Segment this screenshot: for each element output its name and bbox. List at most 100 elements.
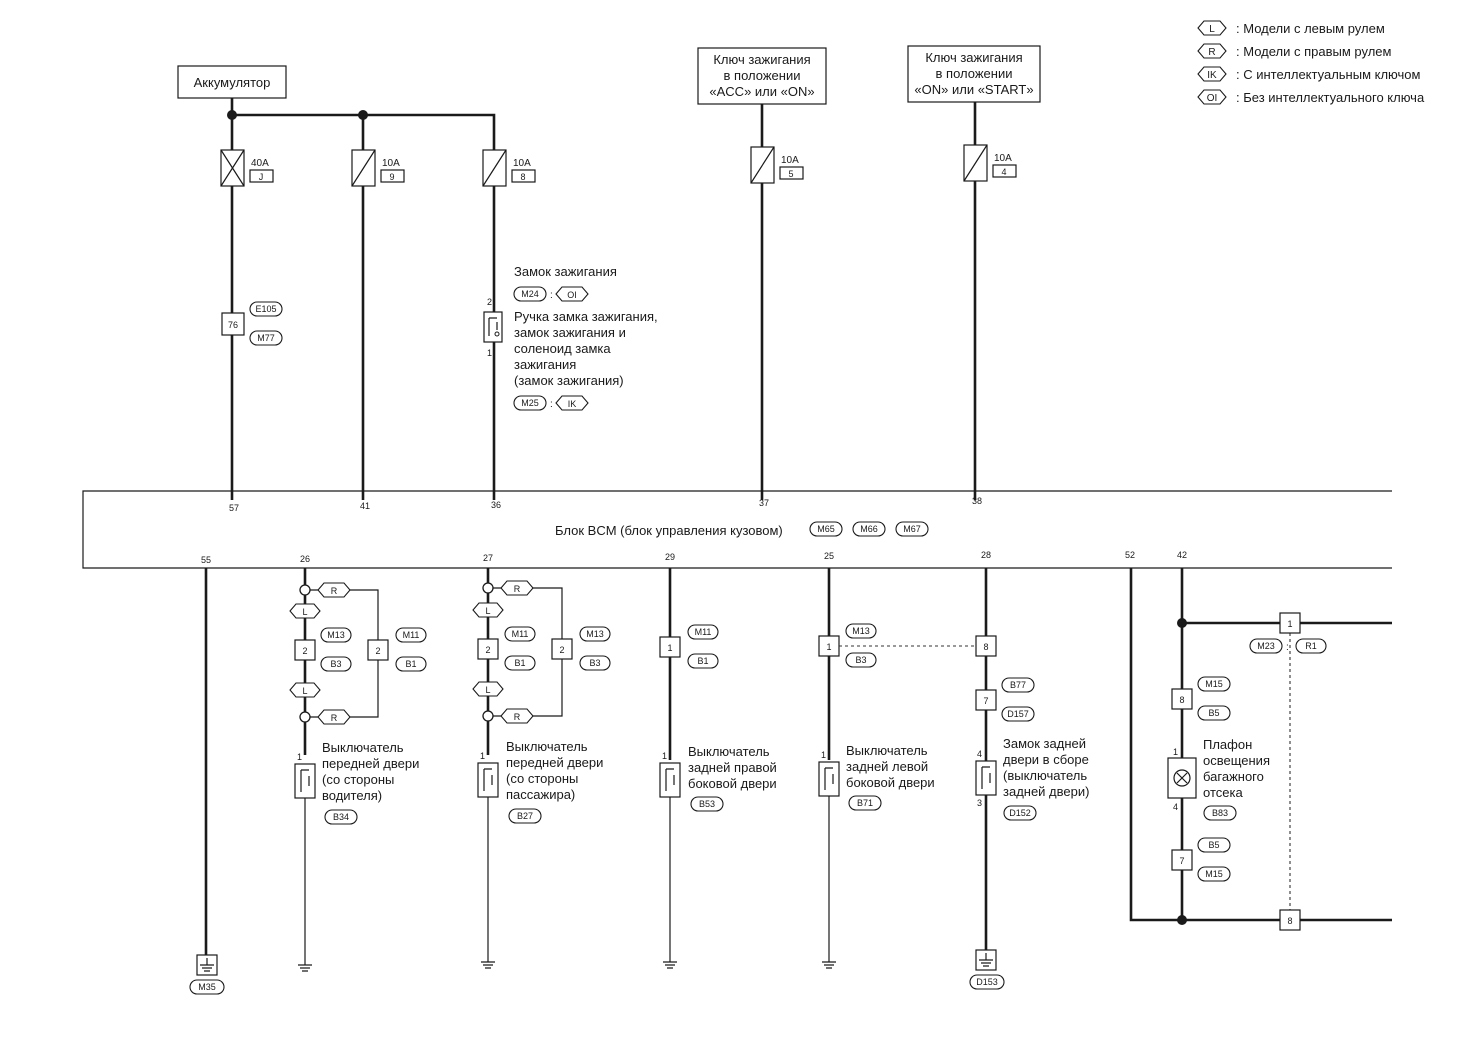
rear-left-door-switch-circuit: 1 M13 B3 1 Выключатель задней левой боко…: [818, 568, 976, 969]
svg-text:52: 52: [1125, 550, 1135, 560]
svg-text:R: R: [1208, 47, 1215, 58]
svg-text:D153: D153: [976, 977, 998, 987]
ignition-on-start-box: Ключ зажигания в положении «ON» или «STA…: [907, 45, 1041, 103]
svg-text:M11: M11: [695, 627, 712, 637]
svg-text:1: 1: [297, 752, 302, 762]
svg-text:боковой двери: боковой двери: [688, 776, 777, 791]
svg-text:«ACC» или «ON»: «ACC» или «ON»: [709, 84, 814, 99]
svg-text:M35: M35: [198, 982, 216, 992]
svg-text:R: R: [331, 586, 338, 596]
svg-text:10A: 10A: [781, 155, 799, 166]
svg-text:в положении: в положении: [724, 68, 801, 83]
svg-text:28: 28: [981, 550, 991, 560]
svg-text:Выключатель: Выключатель: [688, 744, 770, 759]
legend: L : Модели с левым рулем R : Модели с пр…: [1197, 20, 1425, 105]
svg-text:8: 8: [1287, 916, 1292, 926]
svg-text:M15: M15: [1205, 869, 1223, 879]
svg-text:10A: 10A: [994, 153, 1012, 164]
svg-text:в положении: в положении: [936, 66, 1013, 81]
svg-text:1: 1: [480, 751, 485, 761]
luggage-lamp-circuit: 1 M23 : R1 8 8 M15 B5 1 4 Плафон освещен…: [1129, 568, 1392, 931]
svg-text:: Без интеллектуального ключа: : Без интеллектуального ключа: [1236, 90, 1425, 105]
svg-text:M13: M13: [852, 626, 870, 636]
svg-text:57: 57: [229, 503, 239, 513]
ignition-acc-on-box: Ключ зажигания в положении «ACC» или «ON…: [697, 47, 827, 105]
svg-text::: :: [550, 290, 553, 301]
svg-text:3: 3: [977, 798, 982, 808]
svg-text:1: 1: [487, 348, 492, 358]
svg-text:Замок зажигания: Замок зажигания: [514, 264, 617, 279]
svg-text:8: 8: [1179, 695, 1184, 705]
svg-text:B3: B3: [330, 659, 341, 669]
svg-text:Выключатель: Выключатель: [322, 740, 404, 755]
svg-text:Плафон: Плафон: [1203, 737, 1252, 752]
svg-text:M77: M77: [257, 333, 275, 343]
svg-text:1: 1: [821, 750, 826, 760]
svg-text:освещения: освещения: [1203, 753, 1270, 768]
svg-text:B71: B71: [857, 798, 873, 808]
fuse-10a-8: 10A 8: [482, 149, 536, 187]
svg-text:41: 41: [360, 501, 370, 511]
svg-text:D157: D157: [1007, 709, 1029, 719]
svg-text:B34: B34: [333, 812, 349, 822]
svg-text:37: 37: [759, 498, 769, 508]
upper-wiring: [227, 98, 977, 500]
svg-text:OI: OI: [1207, 93, 1218, 104]
ground-m35-circuit: M35: [189, 568, 225, 995]
svg-text:(замок зажигания): (замок зажигания): [514, 373, 624, 388]
svg-text:2: 2: [485, 645, 490, 655]
svg-text:M13: M13: [586, 629, 604, 639]
svg-text:M65: M65: [817, 524, 835, 534]
back-door-lock-circuit: 8 7 B77 D157 4 3 Замок задней двери в сб…: [969, 568, 1089, 990]
svg-text:IK: IK: [568, 399, 577, 409]
svg-text:R: R: [514, 584, 521, 594]
svg-text:B5: B5: [1208, 840, 1219, 850]
svg-text:7: 7: [983, 696, 988, 706]
svg-text:L: L: [302, 686, 307, 696]
svg-text:36: 36: [491, 500, 501, 510]
legend-item-ik: IK : С интеллектуальным ключом: [1197, 66, 1421, 82]
svg-text:7: 7: [1179, 856, 1184, 866]
svg-text:B3: B3: [589, 658, 600, 668]
svg-text:29: 29: [665, 552, 675, 562]
svg-text:76: 76: [228, 320, 238, 330]
bcm-block: 57 41 36 37 38 Блок BCM (блок управления…: [82, 490, 1392, 569]
svg-text:пассажира): пассажира): [506, 787, 575, 802]
svg-text:B1: B1: [697, 656, 708, 666]
svg-text:M24: M24: [521, 289, 539, 299]
svg-text:2: 2: [487, 297, 492, 307]
svg-text:B83: B83: [1212, 808, 1228, 818]
svg-text:10A: 10A: [382, 158, 400, 169]
svg-text:L: L: [302, 607, 307, 617]
svg-text:2: 2: [302, 646, 307, 656]
connector-76: 76 E105 M77: [221, 301, 283, 346]
svg-text:B5: B5: [1208, 708, 1219, 718]
svg-text:M66: M66: [860, 524, 878, 534]
svg-text:B1: B1: [405, 659, 416, 669]
passenger-door-switch-circuit: R L 2 M11 B1 2 M13 B3 L R 1 Выключатель …: [472, 568, 611, 969]
svg-text:Выключатель: Выключатель: [506, 739, 588, 754]
svg-text:R1: R1: [1305, 641, 1317, 651]
svg-text:багажного: багажного: [1203, 769, 1264, 784]
svg-text:26: 26: [300, 554, 310, 564]
svg-text:M11: M11: [512, 629, 529, 639]
svg-text:M67: M67: [903, 524, 921, 534]
svg-text:8: 8: [983, 642, 988, 652]
svg-text:5: 5: [788, 169, 793, 179]
svg-text:J: J: [259, 172, 264, 182]
ignition-switch: Замок зажигания M24 : OI 2 1 Ручка замка…: [483, 264, 658, 411]
battery-box: Аккумулятор: [177, 65, 287, 99]
svg-text:задней двери): задней двери): [1003, 784, 1089, 799]
svg-text:1: 1: [1173, 747, 1178, 757]
svg-text:Выключатель: Выключатель: [846, 743, 928, 758]
svg-text:M23: M23: [1257, 641, 1275, 651]
legend-item-r: R : Модели с правым рулем: [1197, 43, 1392, 59]
svg-text:1: 1: [667, 643, 672, 653]
svg-text:(со стороны: (со стороны: [506, 771, 578, 786]
svg-text::: :: [1286, 642, 1289, 653]
svg-text:: С интеллектуальным ключом: : С интеллектуальным ключом: [1236, 67, 1421, 82]
svg-text:«ON» или «START»: «ON» или «START»: [914, 82, 1033, 97]
svg-text:соленоид замка: соленоид замка: [514, 341, 611, 356]
svg-text:: Модели с правым рулем: : Модели с правым рулем: [1236, 44, 1392, 59]
svg-text:4: 4: [1001, 167, 1006, 177]
